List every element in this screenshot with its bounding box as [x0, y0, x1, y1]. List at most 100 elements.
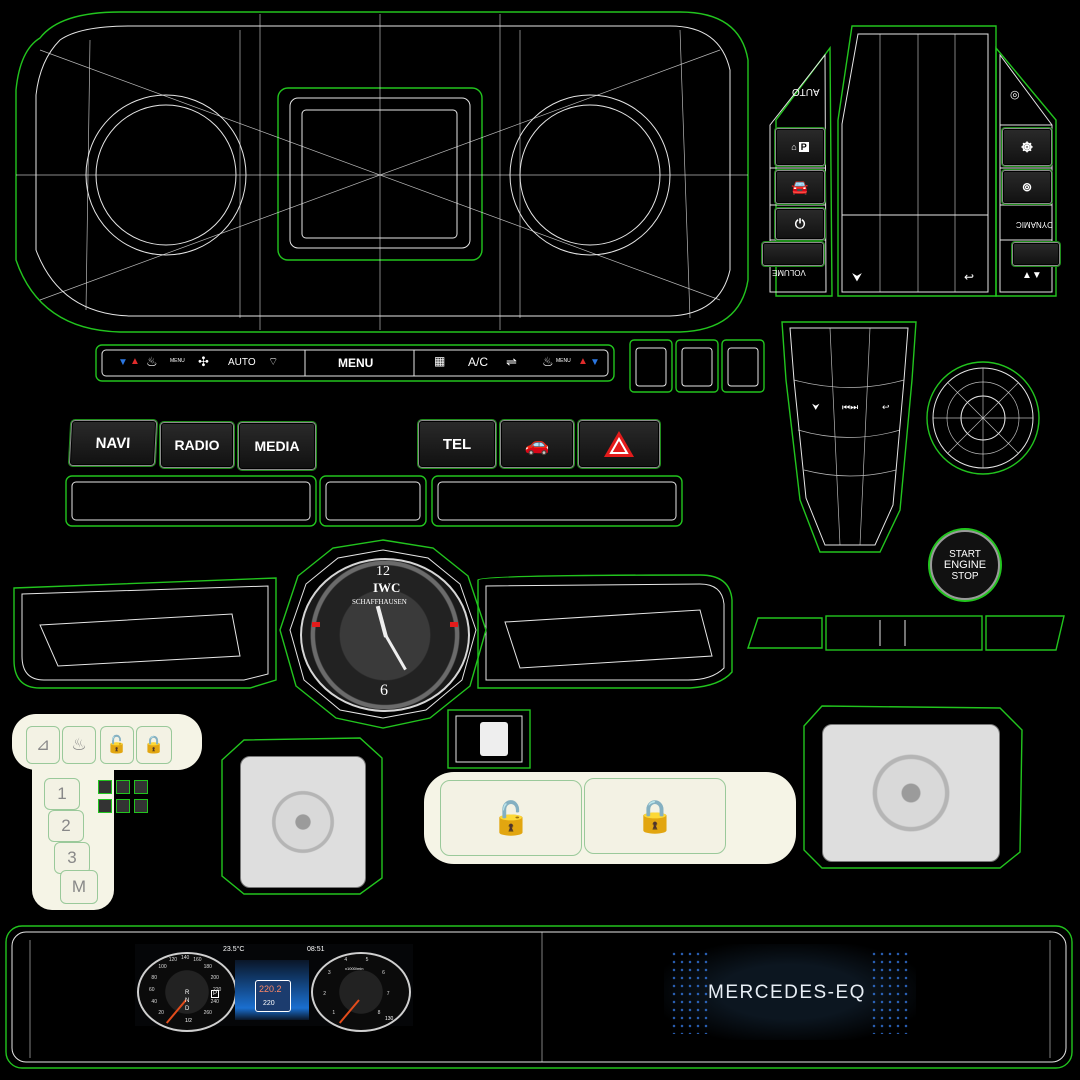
sensor-icon: ⊚ [1021, 180, 1033, 194]
dial-tick-label: 60 [149, 987, 155, 993]
temp-up-right-icon: ▲ [578, 356, 588, 367]
climate-ac-button[interactable]: A/C [468, 355, 489, 369]
door-unlock-button[interactable]: 🔓 [440, 780, 582, 856]
clock-red-marker-right [450, 622, 458, 627]
seat-unlock-button[interactable]: 🔓 [100, 726, 134, 764]
navi-button[interactable]: NAVI [68, 420, 158, 466]
speaker-right [822, 724, 1000, 862]
brand-dots-left [670, 950, 710, 1034]
mini-icon-grid [98, 780, 158, 814]
seat-back-button[interactable]: ⊿ [26, 726, 60, 764]
clock-brand: IWC [373, 580, 401, 595]
media-button[interactable]: MEDIA [238, 422, 316, 470]
stalk-back-icon: ⮟ [812, 402, 820, 412]
speaker-left [240, 756, 366, 888]
steering-auto-label: AUTO [792, 86, 820, 97]
seat-lock-button[interactable]: 🔒 [136, 726, 172, 764]
stalk-skip-icon: ⏮⏭ [842, 402, 859, 412]
back-icon: ⮟ [852, 270, 863, 284]
dial-tick-label: 100 [158, 964, 167, 971]
mini-icon [134, 799, 148, 813]
column-stalk-wireframe [781, 321, 917, 553]
mini-icon [98, 799, 112, 813]
memory-button-m[interactable]: M [60, 870, 98, 904]
stalk-return-icon: ↩ [882, 402, 890, 412]
gear-p: P [211, 990, 220, 998]
cluster-speed-box [255, 980, 291, 1012]
dial-tick-label: 7 [386, 990, 390, 997]
wheel-icon: ☸ [1020, 138, 1034, 155]
engine-label: ENGINE [943, 558, 987, 571]
steering-dynamic-label: DYNAMIC [1016, 220, 1053, 229]
steering-sensor-button[interactable]: ⊚ [1002, 170, 1052, 204]
cluster-speed-value: 220.2 [259, 984, 282, 994]
steering-arrows-icon: ▲▼ [1022, 270, 1042, 281]
seat-heat-icon: ♨ [71, 735, 87, 754]
memory-button-2[interactable]: 2 [48, 810, 84, 842]
dial-tick-label: 2 [323, 990, 326, 997]
return-icon: ↩ [964, 270, 975, 284]
start-label: START [949, 548, 981, 560]
radio-button[interactable]: RADIO [160, 422, 234, 468]
temp-down-right-icon: ▼ [590, 357, 600, 368]
dial-tick-label: 40 [151, 999, 157, 1006]
dial-tick-label: 1 [332, 1009, 336, 1016]
dial-tick-label: 80 [151, 974, 157, 981]
speaker-frames-wireframe [221, 705, 1023, 895]
top-sensor-icon: ◎ [1010, 89, 1020, 101]
car-icon: 🚘 [791, 178, 809, 195]
defrost-front-icon: ⌔ [268, 356, 279, 368]
dial-tick-label: 6 [382, 969, 385, 976]
button-row-wireframe [65, 475, 683, 527]
steering-phone-button[interactable]: ⏻ [775, 208, 825, 240]
cluster-temp: 23.5°C [223, 946, 245, 953]
cluster-range-value: 220 [263, 1000, 275, 1007]
dial-tick-label: 260 [203, 1009, 212, 1016]
climate-menu-right: MENU [556, 358, 571, 364]
cluster-left-small: 1/2 [185, 1018, 192, 1024]
dial-tick-label: 120 [168, 957, 178, 964]
steering-car-button[interactable]: 🚘 [775, 170, 825, 204]
steering-volume-label: VOLUME [772, 268, 806, 277]
dial-tick-label: 3 [327, 969, 331, 976]
clock-hour-hand [375, 605, 388, 638]
seat-tile-icon [480, 722, 508, 756]
seat-fan-right-icon: ♨ [542, 354, 554, 369]
memory-button-3[interactable]: 3 [54, 842, 90, 874]
clock-red-marker-left [312, 622, 320, 627]
brand-panel: MERCEDES-EQ [664, 944, 916, 1040]
steering-dynamic-rocker[interactable] [1012, 242, 1060, 266]
dial-tick-label: 5 [365, 956, 369, 963]
hazard-icon [604, 431, 634, 457]
climate-menu-button[interactable]: MENU [338, 356, 374, 370]
climate-menu-left: MENU [170, 358, 185, 364]
start-stop-button[interactable]: START ENGINE STOP [930, 530, 1000, 600]
speedometer [137, 952, 237, 1032]
car-icon: 🚗 [524, 433, 550, 456]
dial-tick-label: 220 [213, 987, 222, 993]
steering-volume-rocker[interactable] [762, 242, 824, 266]
dial-tick-label: 160 [193, 957, 202, 964]
clock-subbrand: SCHAFFHAUSEN [352, 598, 407, 606]
analog-clock: IWC SCHAFFHAUSEN 12 6 [300, 558, 470, 712]
vents-wireframe [13, 574, 733, 689]
brand-logo: MERCEDES-EQ [708, 982, 866, 1003]
recirculation-icon: ⇌ [506, 354, 517, 369]
climate-auto-label[interactable]: AUTO [228, 357, 256, 368]
cluster-rpm-unit: x1000/min [345, 966, 364, 971]
hazard-button[interactable] [578, 420, 660, 468]
steering-settings-button[interactable]: ☸ [1002, 128, 1052, 166]
door-lock-button[interactable]: 🔒 [584, 778, 726, 854]
power-icon: ⏻ [794, 216, 806, 231]
seat-heat-button[interactable]: ♨ [62, 726, 96, 764]
unlock-icon: 🔓 [491, 800, 531, 836]
dial-tick-label: 200 [210, 974, 219, 981]
tel-button[interactable]: TEL [418, 420, 496, 468]
steering-park-button[interactable]: ⌂P [775, 128, 825, 166]
park-assist-icon: ⌂ [791, 142, 797, 152]
mini-icon [116, 780, 130, 794]
memory-button-1[interactable]: 1 [44, 778, 80, 810]
vehicle-button[interactable]: 🚗 [500, 420, 574, 468]
trim-strips-wireframe [747, 615, 1065, 651]
